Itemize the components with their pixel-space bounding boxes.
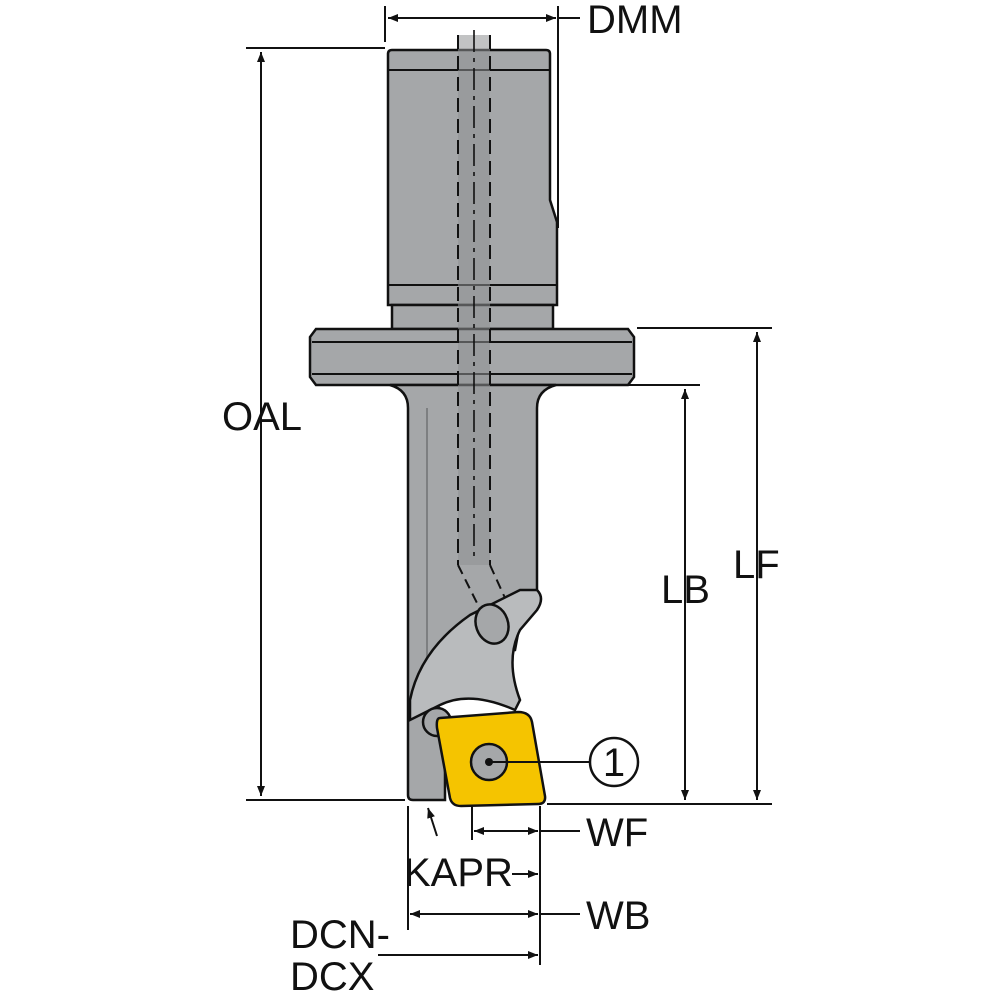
label-oal: OAL — [222, 395, 302, 439]
label-lf: LF — [733, 543, 780, 587]
callout-number: 1 — [603, 741, 625, 785]
coolant-channel — [457, 30, 506, 606]
label-dcx: DCX — [290, 955, 374, 999]
label-lb: LB — [661, 568, 710, 612]
dimension-lines — [246, 6, 772, 965]
label-wf: WF — [586, 811, 648, 855]
label-dmm: DMM — [587, 0, 683, 42]
label-dcn: DCN- — [290, 913, 390, 957]
dimension-labels: DMM OAL LB LF WF KAPR WB DCN- DCX 1 — [222, 0, 780, 999]
cutting-insert — [435, 710, 547, 808]
label-wb: WB — [586, 894, 650, 938]
clamp-screw-hole — [474, 603, 510, 645]
callout-bubble — [588, 736, 640, 788]
label-kapr: KAPR — [404, 851, 513, 895]
